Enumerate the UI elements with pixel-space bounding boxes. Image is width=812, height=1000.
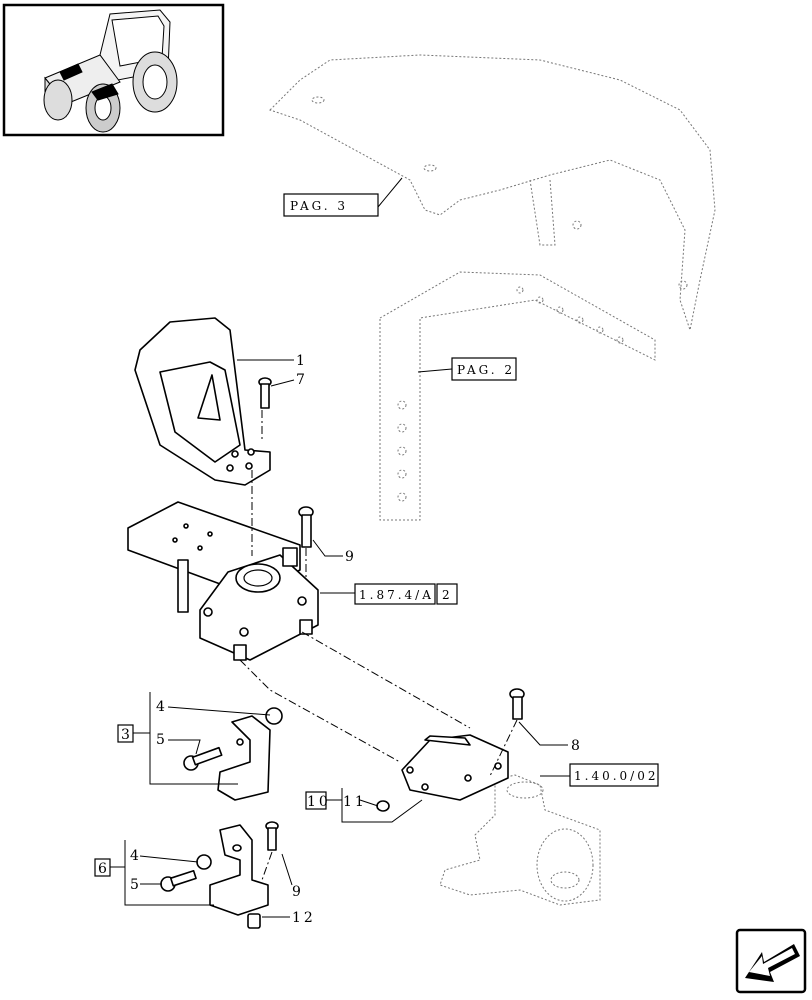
callout-8: 8 xyxy=(571,738,583,754)
callout-9-lower: 9 xyxy=(292,884,304,900)
reference-pag-3-label: PAG. 3 xyxy=(290,199,348,213)
part-11-nut[interactable] xyxy=(376,800,390,812)
callout-6: 6 xyxy=(98,861,110,877)
callout-12: 12 xyxy=(292,910,316,926)
reference-1-40-0-02-label: 1.40.0/02 xyxy=(574,769,658,783)
callout-1: 1 xyxy=(296,353,308,369)
callout-box-10[interactable]: 10 xyxy=(305,791,331,810)
reference-1-40-0-02[interactable]: 1.40.0/02 xyxy=(569,763,659,787)
reference-pag-2[interactable]: PAG. 2 xyxy=(451,357,517,381)
callout-box-3[interactable]: 3 xyxy=(117,724,134,743)
part-10-mounting-plate[interactable] xyxy=(401,734,509,801)
assembly-lines xyxy=(239,410,518,881)
callout-5-lower: 5 xyxy=(130,877,142,893)
reference-1-87-4-a-label: 1.87.4/A xyxy=(359,588,434,602)
callout-box-6[interactable]: 6 xyxy=(94,858,111,877)
tractor-icon xyxy=(43,9,178,133)
callout-4-lower: 4 xyxy=(130,848,142,864)
callout-7: 7 xyxy=(296,372,308,388)
callout-4-upper: 4 xyxy=(156,699,168,715)
leader-lines xyxy=(110,177,570,918)
nav-arrow-button[interactable] xyxy=(735,928,807,994)
mounting-bracket-assembly[interactable] xyxy=(127,501,319,661)
mudguard-ghost xyxy=(269,54,716,332)
reference-pag-3[interactable]: PAG. 3 xyxy=(283,193,379,217)
bolt-8[interactable] xyxy=(509,688,525,720)
tractor-thumbnail[interactable] xyxy=(2,3,225,137)
part-1-support-bracket[interactable] xyxy=(134,317,271,486)
reference-1-87-4-a-qty: 2 xyxy=(442,588,453,602)
bolt-9-upper[interactable] xyxy=(298,506,314,548)
part-6-clamp-bracket[interactable] xyxy=(160,821,279,929)
callout-11: 11 xyxy=(343,794,367,810)
callout-9-upper: 9 xyxy=(345,549,357,565)
bolt-7[interactable] xyxy=(258,377,272,409)
callout-5-upper: 5 xyxy=(156,732,168,748)
callout-10: 10 xyxy=(307,794,331,810)
reference-1-87-4-a[interactable]: 1.87.4/A 2 xyxy=(354,583,458,605)
knuckle-ghost xyxy=(439,774,601,906)
arrow-left-icon xyxy=(745,944,800,982)
reference-pag-2-label: PAG. 2 xyxy=(457,363,515,377)
callout-3: 3 xyxy=(121,727,133,743)
bracket-ghost xyxy=(379,271,656,521)
part-3-clamp-bracket[interactable] xyxy=(183,707,283,801)
